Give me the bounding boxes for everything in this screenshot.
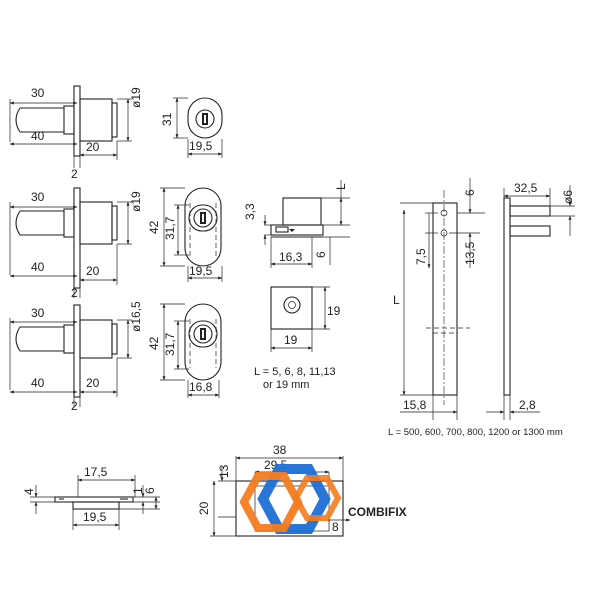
lock-3-dim-42: 42 bbox=[147, 336, 161, 350]
logo-hexagon-orange-2 bbox=[292, 475, 342, 521]
lock-2-dim-31-7: 31,7 bbox=[163, 216, 177, 240]
rod-length-options-note: L = 500, 600, 700, 800, 1200 or 1300 mm bbox=[388, 427, 563, 438]
strike-dim-38: 38 bbox=[273, 443, 287, 457]
rod-dim-13-5: 13,5 bbox=[463, 241, 477, 265]
lock-2-dim-42: 42 bbox=[147, 220, 161, 234]
combifix-logo: COMBIFIX bbox=[239, 464, 407, 534]
lock-2-dim-2: 2 bbox=[71, 286, 78, 300]
lock-1-dim-2: 2 bbox=[71, 167, 78, 181]
block-dim-19-h: 19 bbox=[327, 304, 341, 318]
lock-2-dim-19-5: 19,5 bbox=[189, 264, 213, 278]
rod-side-dim-dia: ø6 bbox=[561, 190, 575, 204]
bracket-dim-16-3: 16,3 bbox=[279, 250, 303, 264]
plate-dim-19-5: 19,5 bbox=[83, 510, 107, 524]
bracket-dim-l: L bbox=[334, 183, 348, 190]
lock-1-dim-30: 30 bbox=[31, 86, 45, 100]
lock-3-front-view: 42 31,7 16,8 bbox=[147, 303, 222, 398]
lock-1-dim-19-5: 19,5 bbox=[189, 139, 213, 153]
plate-dim-4: 4 bbox=[22, 488, 36, 495]
logo-hexagon-blue bbox=[257, 464, 331, 534]
lock-2-front-view: 42 31,7 19,5 bbox=[147, 187, 223, 282]
rod-side-dim-32-5: 32,5 bbox=[514, 181, 538, 195]
lock-2-dim-30: 30 bbox=[31, 190, 45, 204]
lock-1-dim-dia: ø19 bbox=[129, 87, 143, 108]
rod-dim-7-5: 7,5 bbox=[414, 248, 428, 265]
lock-3-dim-dia: ø16,5 bbox=[129, 301, 143, 332]
rod-dim-15-8: 15,8 bbox=[403, 398, 427, 412]
bracket-dim-6: 6 bbox=[314, 251, 328, 258]
lock-3-dim-31-7: 31,7 bbox=[163, 332, 177, 356]
strike-dim-8: 8 bbox=[332, 520, 339, 534]
lock-2-dim-dia: ø19 bbox=[129, 191, 143, 212]
lock-2-dim-20: 20 bbox=[86, 264, 100, 278]
plate-dim-17-5: 17,5 bbox=[84, 465, 108, 479]
strike-dim-13: 13 bbox=[217, 464, 231, 478]
lock-3-dim-20: 20 bbox=[86, 376, 100, 390]
lock-3-dim-2: 2 bbox=[71, 399, 78, 413]
rod-dim-6: 6 bbox=[463, 189, 477, 196]
logo-hexagon-orange bbox=[239, 472, 303, 532]
strike-dim-20: 20 bbox=[197, 501, 211, 515]
block-dim-19-w: 19 bbox=[284, 333, 298, 347]
plate-dim-1: 1 bbox=[131, 487, 145, 494]
lock-2-side-view: 30 40 20 2 ø19 bbox=[9, 187, 143, 300]
rod-side-dim-2-8: 2,8 bbox=[519, 398, 536, 412]
lock-1-dim-20: 20 bbox=[86, 140, 100, 154]
rod-side-view: 32,5 ø6 2,8 L = 500, 600, 700, 800, 1200… bbox=[388, 181, 575, 438]
lock-1-side-view: 30 40 20 2 ø19 bbox=[9, 85, 143, 181]
plate-dim-6: 6 bbox=[143, 487, 157, 494]
rod-dim-l: L bbox=[393, 293, 400, 307]
plate-view: 17,5 4 1 6 19,5 bbox=[22, 465, 160, 530]
rod-view: 6 7,5 13,5 L 15,8 bbox=[393, 178, 485, 420]
block-view: 19 19 L = 5, 6, 8, 11,13 or 19 mm bbox=[254, 286, 341, 391]
length-options-note-2: or 19 mm bbox=[263, 379, 309, 391]
lock-1-dim-31: 31 bbox=[160, 112, 174, 126]
bracket-dim-3-3: 3,3 bbox=[243, 203, 257, 220]
lock-2-dim-40: 40 bbox=[31, 260, 45, 274]
lock-3-side-view: 30 40 20 2 ø16,5 bbox=[9, 301, 143, 413]
length-options-note: L = 5, 6, 8, 11,13 bbox=[254, 366, 336, 378]
lock-3-dim-30: 30 bbox=[31, 306, 45, 320]
lock-3-dim-40: 40 bbox=[31, 376, 45, 390]
brand-name: COMBIFIX bbox=[348, 505, 407, 519]
lock-3-dim-16-8: 16,8 bbox=[189, 380, 213, 394]
combifix-emblem bbox=[239, 464, 342, 534]
strike-plate-view: 38 29,5 13 20 8 bbox=[197, 443, 351, 537]
lock-1-front-view: 31 19,5 bbox=[160, 97, 223, 158]
bracket-view: 3,3 L 16,3 6 bbox=[243, 180, 350, 268]
lock-1-dim-40: 40 bbox=[31, 129, 45, 143]
